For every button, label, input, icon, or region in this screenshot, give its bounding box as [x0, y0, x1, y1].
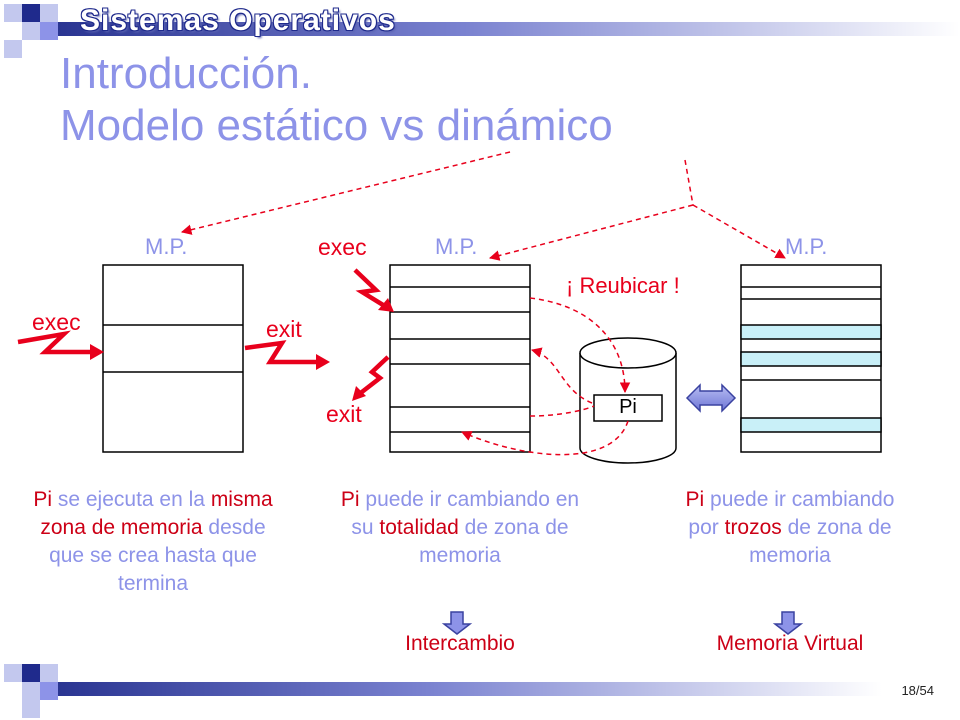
process-label: Pi: [619, 396, 637, 418]
description-right-part3: trozos: [724, 516, 782, 539]
header-gradient-bar: [58, 22, 960, 36]
description-right: Pi puede ir cambiando por trozos de zona…: [670, 486, 910, 570]
description-middle-part2: puede ir cambiando en su: [351, 488, 580, 539]
deco-square: [22, 682, 40, 700]
exit-label-left: exit: [266, 316, 302, 342]
deco-square: [40, 22, 58, 40]
deco-square: [22, 4, 40, 22]
slide-title: Introducción. Modelo estático vs dinámic…: [60, 48, 613, 152]
slide-title-line2: Modelo estático vs dinámico: [60, 101, 613, 150]
exec-label-left: exec: [32, 309, 81, 335]
lightning-bolts: [17, 268, 390, 397]
title-pointer-lines: [180, 151, 786, 261]
swap-curves: [461, 297, 631, 456]
page-number: 18/54: [901, 683, 934, 698]
mp-label-right: M.P.: [785, 234, 828, 259]
description-right-part4: de zona de memoria: [749, 516, 892, 567]
exec-label-middle: exec: [318, 234, 367, 260]
outcome-intercambio: Intercambio: [405, 632, 515, 655]
footer-gradient-bar: [58, 682, 882, 696]
deco-square: [22, 664, 40, 682]
deco-square: [40, 682, 58, 700]
deco-square: [22, 22, 40, 40]
mp-label-left: M.P.: [145, 234, 188, 259]
reubicar-label: ¡ Reubicar !: [566, 273, 680, 298]
deco-square: [4, 664, 22, 682]
double-arrow-icon: [685, 383, 737, 413]
description-left: Pi se ejecuta en la misma zona de memori…: [28, 486, 278, 598]
description-middle: Pi puede ir cambiando en su totalidad de…: [340, 486, 580, 570]
description-right-part2: puede ir cambiando por: [688, 488, 895, 539]
description-left-part3: misma zona de memoria: [40, 488, 273, 539]
outcome-memoria-virtual: Memoria Virtual: [716, 632, 864, 655]
description-left-part4: desde que se crea hasta que termina: [49, 516, 266, 595]
description-middle-part4: de zona de memoria: [419, 516, 569, 567]
deco-square: [4, 4, 22, 22]
deco-square: [40, 4, 58, 22]
description-right-part1: Pi: [685, 488, 705, 511]
down-arrow-icons: [441, 611, 804, 635]
deco-square: [4, 40, 22, 58]
mp-label-middle: M.P.: [435, 234, 478, 259]
course-title: Sistemas Operativos: [80, 4, 396, 37]
deco-square: [22, 700, 40, 718]
description-middle-part3: totalidad: [379, 516, 459, 539]
memory-block-left: [102, 264, 244, 453]
memory-block-right: [740, 264, 882, 453]
deco-square: [40, 664, 58, 682]
memory-block-middle: [389, 264, 531, 453]
lightning-arrowheads: [90, 298, 394, 401]
slide-title-line1: Introducción.: [60, 49, 312, 98]
description-left-part2: se ejecuta en la: [52, 488, 211, 511]
description-middle-part1: Pi: [340, 488, 360, 511]
description-left-part1: Pi: [33, 488, 53, 511]
exit-label-middle: exit: [326, 401, 362, 427]
